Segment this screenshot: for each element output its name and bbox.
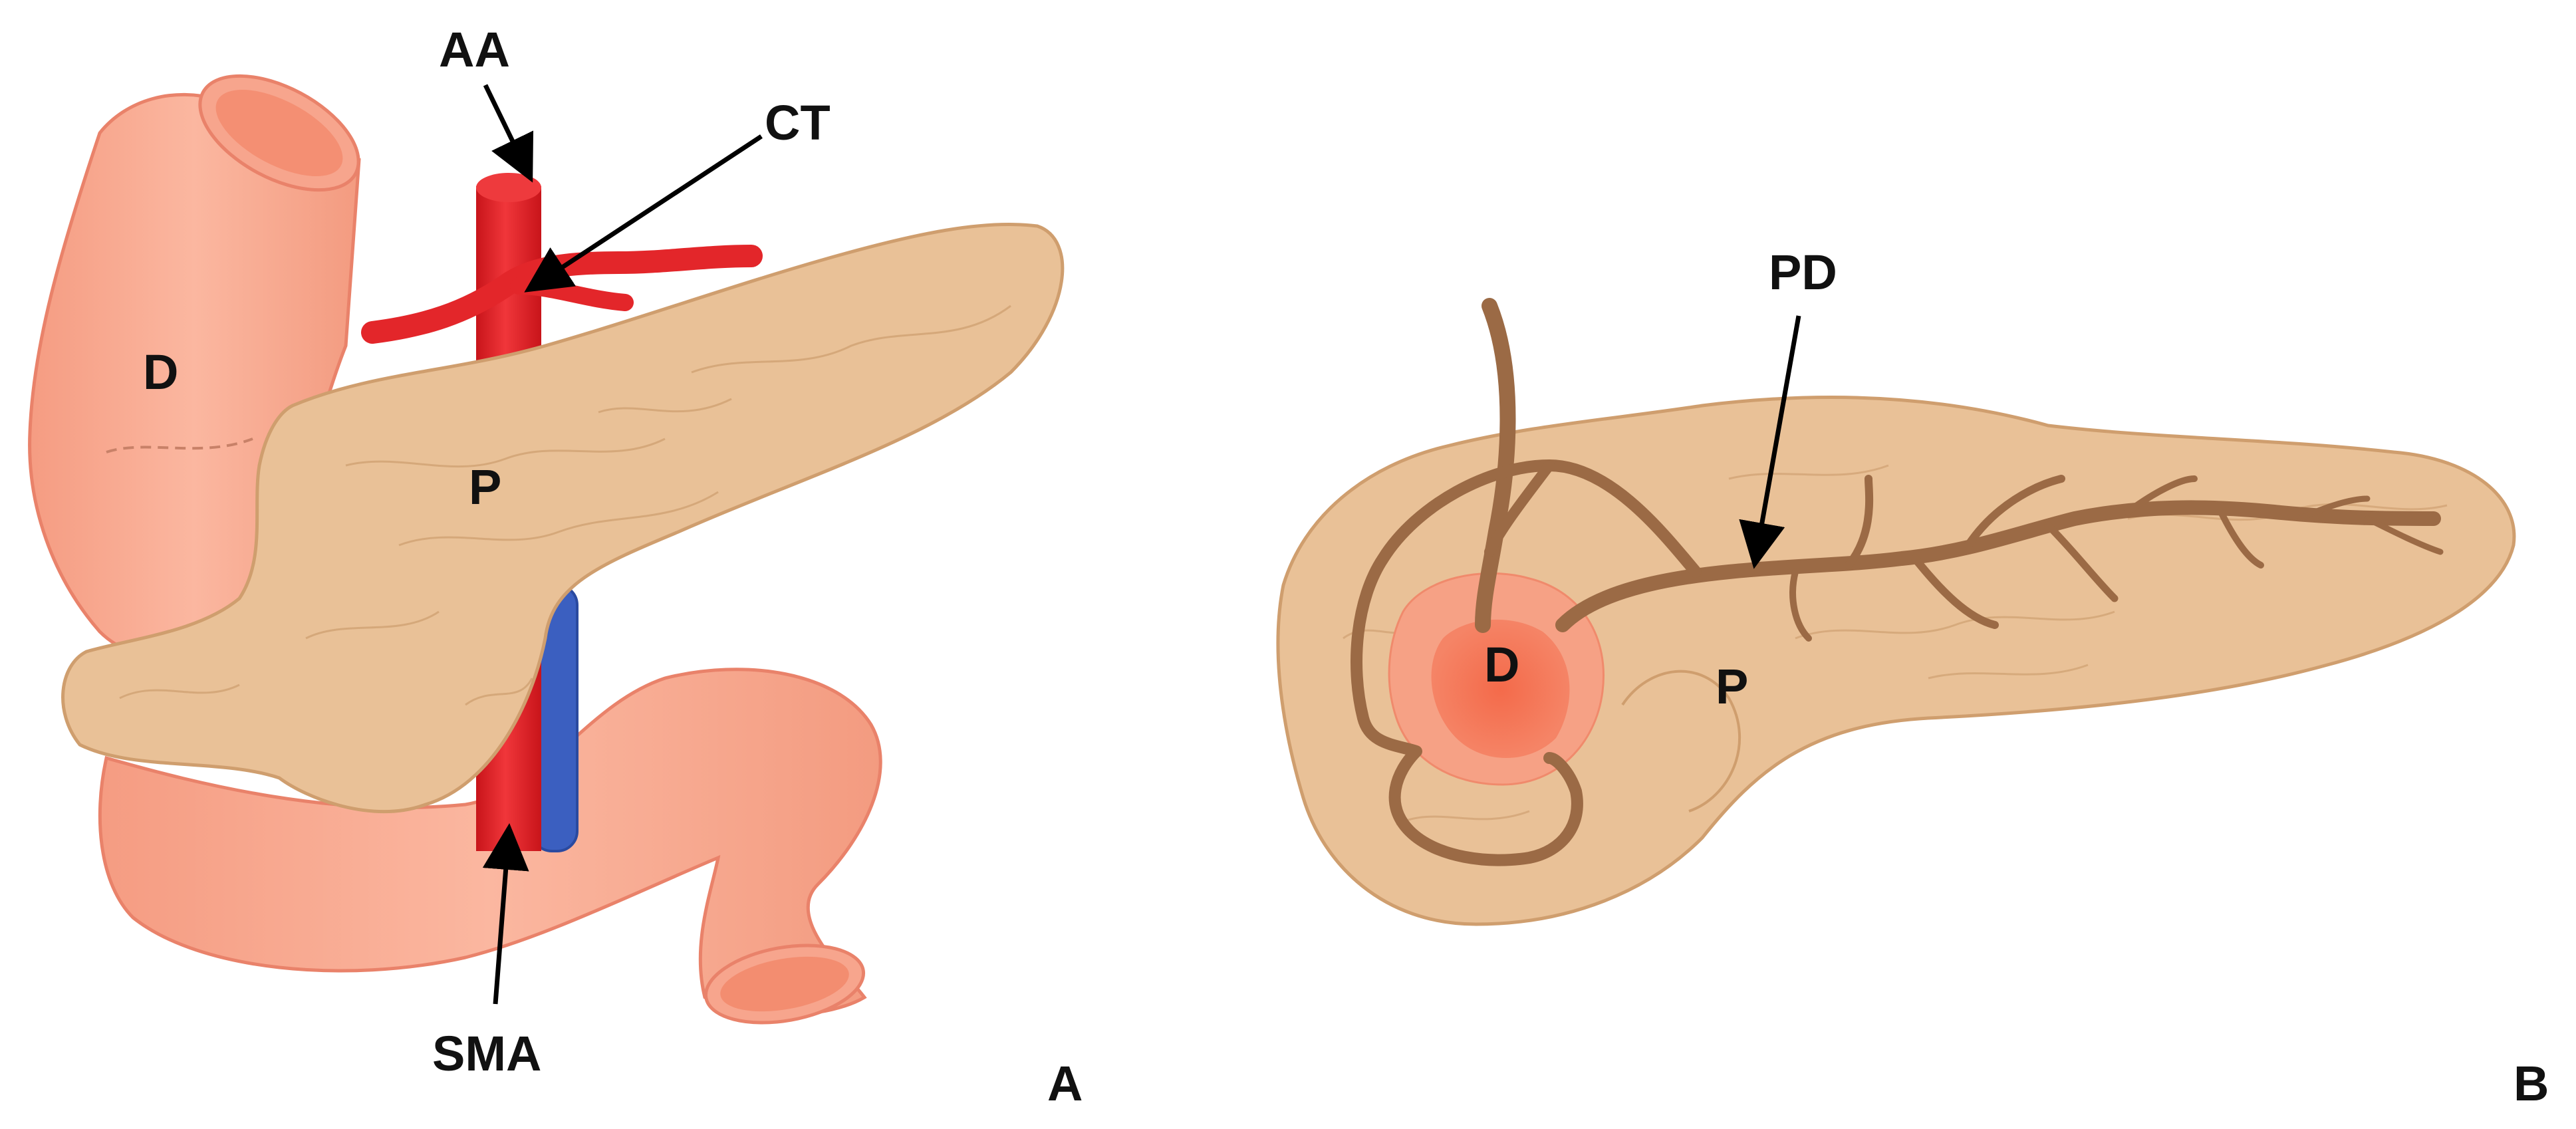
panel-label-b: B	[2513, 1056, 2549, 1111]
arrow-ct	[524, 134, 763, 293]
arrow-pd	[1739, 315, 1801, 569]
tumor	[1388, 572, 1605, 786]
panel-label-a: A	[1047, 1056, 1083, 1111]
label-p-b: P	[1716, 659, 1748, 714]
label-ct: CT	[765, 95, 831, 150]
label-pd: PD	[1769, 245, 1837, 300]
label-d-b: D	[1484, 637, 1519, 692]
label-d-a: D	[143, 344, 178, 400]
arrow-sma	[482, 823, 529, 1005]
pancreas-shape	[61, 222, 1065, 814]
label-p-a: P	[469, 459, 501, 515]
pancreas-shape-b	[1276, 396, 2516, 926]
panel-b: PD D P B	[1276, 245, 2549, 1111]
label-aa: AA	[439, 22, 510, 77]
label-sma: SMA	[432, 1026, 541, 1081]
pancreatic-duct	[1351, 298, 2444, 866]
panel-a: AA CT D P SMA A	[28, 22, 1083, 1111]
arrow-aa	[483, 84, 534, 183]
